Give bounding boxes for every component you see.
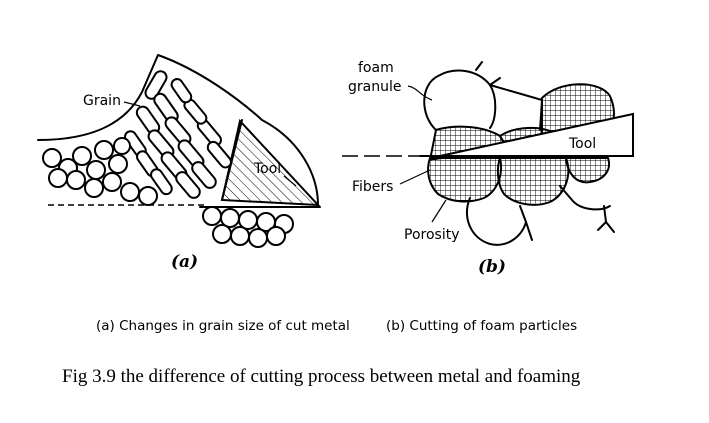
fibers-label: Fibers (352, 179, 393, 195)
tool-label-b: Tool (568, 136, 596, 152)
tool-label-a: Tool (253, 161, 281, 177)
granule-lower-center (496, 157, 570, 206)
fibers-leader (399, 169, 431, 185)
foam-label: foam (358, 60, 394, 76)
chip-outline (37, 54, 319, 206)
panel-b-label: (b) (478, 257, 506, 277)
panel-b-diagram: foam granule Tool Fibers Porosity (b) (342, 60, 634, 277)
foam-granules (427, 83, 615, 206)
tool-rake-line (221, 119, 243, 201)
panel-a-label: (a) (171, 252, 198, 272)
subcaption-a: (a) Changes in grain size of cut metal (96, 318, 350, 334)
tool-wedge (439, 112, 634, 157)
grain-label: Grain (83, 93, 121, 109)
foam-cells (423, 61, 615, 246)
subcaption-b: (b) Cutting of foam particles (386, 318, 577, 334)
panel-a-diagram: Grain Tool (a) (37, 54, 321, 272)
granule-lower-left (427, 157, 502, 203)
porosity-leader (431, 199, 447, 223)
tool-a-leader (283, 175, 297, 187)
grain-leader (123, 101, 141, 107)
figure-caption: Fig 3.9 the difference of cutting proces… (62, 366, 581, 387)
granule-leader (407, 85, 433, 101)
porosity-label: Porosity (404, 227, 459, 243)
round-grains (42, 137, 294, 248)
granule-lower-right (564, 157, 610, 184)
granule-label: granule (348, 79, 401, 95)
elongated-grains (124, 70, 232, 199)
